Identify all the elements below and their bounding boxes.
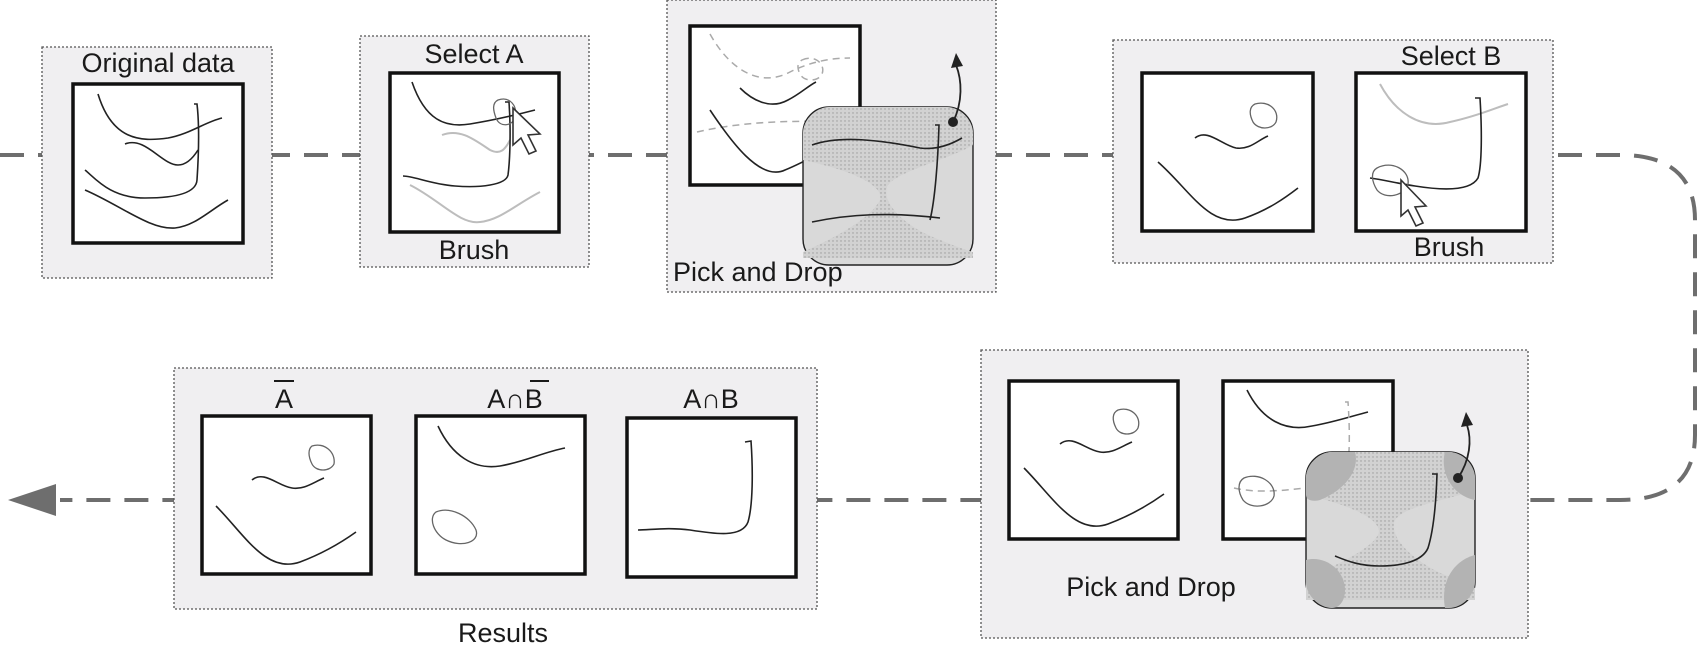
data-panel [1140,71,1315,233]
flow-arrowhead-icon [8,484,56,516]
data-panel [625,416,798,579]
flow-connector [0,153,1697,516]
data-panel [200,414,373,576]
data-panel [414,414,587,576]
result-label: A [275,384,293,414]
stage-select-b: Select B Brush [1112,39,1554,264]
magic-lens-icon [802,53,974,266]
data-panel [1007,379,1180,541]
stage-title: Pick and Drop [673,257,843,287]
stage-title: Original data [81,48,235,78]
result-panel-a-and-not-b: A∩B [414,380,587,576]
stage-pick-and-drop-1: Pick and Drop [666,0,997,293]
stage-select-a: Select A Brush [359,35,590,268]
result-label: A∩B [487,384,542,414]
stage-title: Select A [424,39,523,69]
data-panel [1354,71,1528,233]
stage-title: Pick and Drop [1066,572,1236,602]
result-label: A∩B [683,384,738,414]
tool-label: Brush [439,235,510,265]
magic-lens-icon [1305,412,1476,609]
pointer-cursor-icon [1400,178,1428,228]
data-panel [71,82,245,245]
stage-original-data: Original data [41,46,273,279]
pointer-cursor-icon [512,106,542,156]
stage-pick-and-drop-2: Pick and Drop [980,349,1529,639]
stage-title: Results [458,618,548,647]
result-panel-a-and-b: A∩B [625,384,798,579]
tool-label: Brush [1414,232,1485,262]
stage-title: Select B [1401,41,1502,71]
result-panel-not-a: A [200,380,373,576]
drag-arrow-icon [952,64,962,123]
drag-arrow-icon [1457,424,1471,479]
stage-results: A A∩B A∩B Results [173,367,818,647]
